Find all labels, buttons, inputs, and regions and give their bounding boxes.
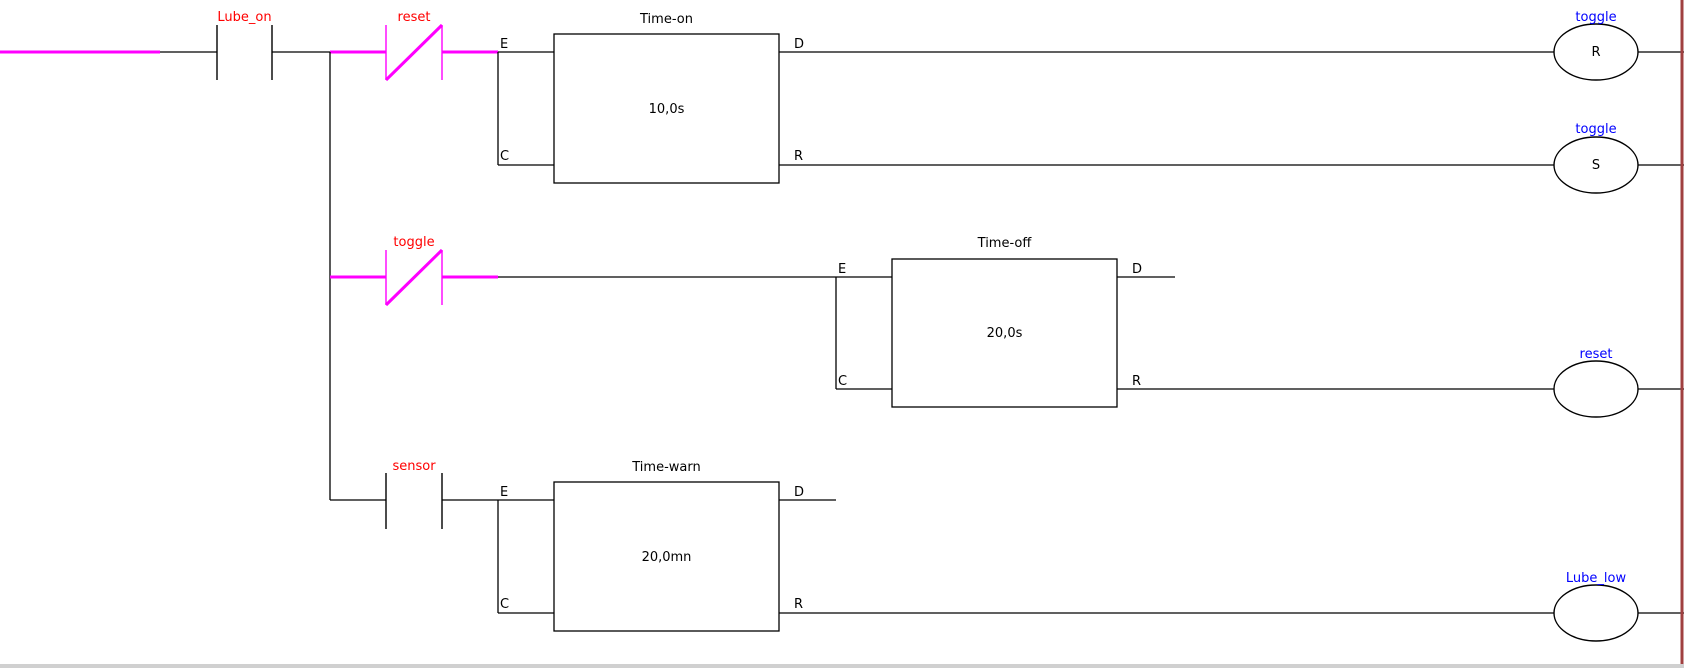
timer-time-on-preset: 10,0s	[649, 102, 685, 117]
timer-time-warn-pin-r: R	[794, 597, 803, 612]
timer-time-on-pin-d: D	[794, 37, 804, 52]
timer-time-on-title: Time-on	[639, 12, 693, 27]
contact-sensor[interactable]: sensor	[385, 459, 443, 529]
timer-time-warn-box[interactable]	[553, 481, 780, 632]
timer-time-on-pin-c: C	[500, 149, 509, 164]
timer-time-on-box[interactable]	[553, 33, 780, 184]
timer-time-on-pin-r: R	[794, 149, 803, 164]
contact-lube-on[interactable]: Lube_on	[216, 10, 273, 80]
timer-time-off-preset: 20,0s	[987, 326, 1023, 341]
timer-time-warn-pin-e: E	[500, 485, 508, 500]
timer-time-off-box[interactable]	[891, 258, 1118, 408]
contact-toggle[interactable]: toggle	[384, 235, 444, 307]
timer-time-warn-pin-c: C	[500, 597, 509, 612]
coil-lube-low-label: Lube_low	[1566, 571, 1627, 586]
timer-time-warn-preset: 20,0mn	[642, 550, 692, 565]
contact-toggle-label: toggle	[393, 235, 434, 250]
coil-toggle-set-type: S	[1592, 158, 1600, 173]
coil-toggle-set-label: toggle	[1575, 122, 1616, 137]
coil-lube-low[interactable]: Lube_low	[1553, 571, 1639, 642]
timer-time-warn[interactable]: Time-warn 20,0mn E C D R	[497, 460, 804, 632]
timer-time-off-pin-c: C	[838, 374, 847, 389]
timer-time-off-title: Time-off	[977, 236, 1033, 251]
timer-time-warn-title: Time-warn	[631, 460, 700, 475]
coil-reset[interactable]: reset	[1553, 347, 1639, 418]
timer-time-on[interactable]: Time-on 10,0s E C D R	[497, 12, 804, 184]
coil-toggle-reset-label: toggle	[1575, 10, 1616, 25]
coil-reset-label: reset	[1580, 347, 1613, 362]
contact-sensor-label: sensor	[392, 459, 436, 474]
contact-reset[interactable]: reset	[384, 10, 444, 82]
timer-time-off-pin-r: R	[1132, 374, 1141, 389]
timer-time-off-pin-d: D	[1132, 262, 1142, 277]
timer-time-off[interactable]: Time-off 20,0s E C D R	[835, 236, 1142, 408]
coil-toggle-reset-type: R	[1591, 45, 1600, 60]
bottom-scroll-edge	[0, 664, 1684, 668]
timer-time-off-pin-e: E	[838, 262, 846, 277]
contact-lube-on-label: Lube_on	[217, 10, 271, 25]
contact-reset-label: reset	[398, 10, 431, 25]
coil-toggle-reset[interactable]: toggle R	[1553, 10, 1639, 81]
timer-time-warn-pin-d: D	[794, 485, 804, 500]
coil-toggle-set[interactable]: toggle S	[1553, 122, 1639, 194]
timer-time-on-pin-e: E	[500, 37, 508, 52]
